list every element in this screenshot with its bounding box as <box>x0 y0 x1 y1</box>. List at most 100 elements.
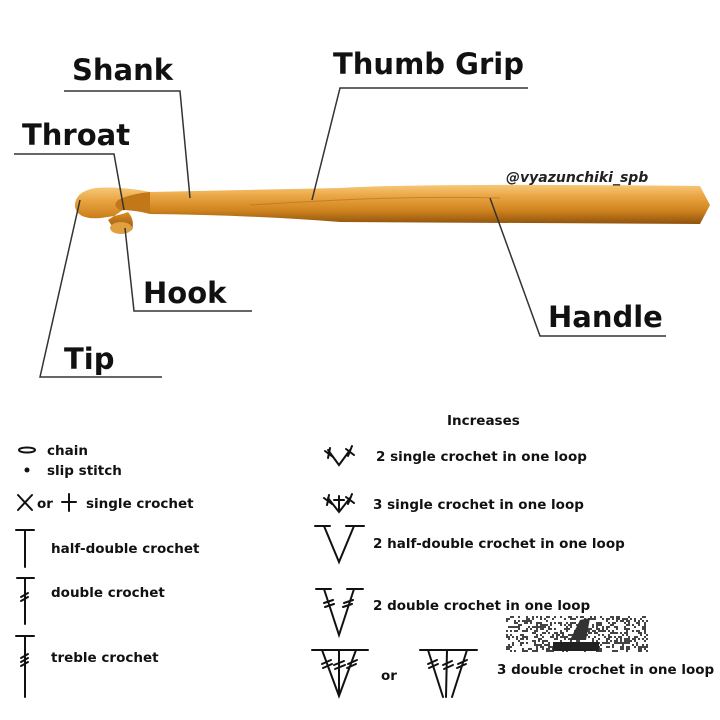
noise-pixel <box>634 620 636 622</box>
noise-pixel <box>570 616 572 618</box>
noise-pixel <box>542 628 544 630</box>
noise-pixel <box>632 638 634 640</box>
label-throat: Throat <box>14 118 130 211</box>
noise-pixel <box>608 626 610 628</box>
noise-pixel <box>522 648 524 650</box>
noise-pixel <box>628 616 630 618</box>
3dc-inc-icon-b <box>419 649 478 698</box>
noise-pixel <box>606 628 608 630</box>
noise-pixel <box>582 616 584 618</box>
noise-pixel <box>540 624 542 626</box>
noise-pixel <box>516 626 518 628</box>
noise-pixel <box>632 624 634 626</box>
noise-pixel <box>536 616 538 618</box>
noise-pixel <box>528 620 530 622</box>
noise-pixel <box>526 628 528 630</box>
noise-pixel <box>588 628 590 630</box>
noise-pixel <box>518 626 520 628</box>
noise-pixel <box>550 624 552 626</box>
noise-pixel <box>606 618 608 620</box>
noise-pixel <box>640 632 642 634</box>
noise-pixel <box>520 644 522 646</box>
noise-pixel <box>512 616 514 618</box>
noise-pixel <box>638 648 640 650</box>
legend-or: or <box>381 668 397 684</box>
leader-line <box>39 199 162 378</box>
legend-or: or <box>37 496 53 512</box>
2dc-inc-icon <box>315 588 364 639</box>
noise-pixel <box>536 626 538 628</box>
noise-pixel <box>536 650 538 652</box>
noise-pixel <box>522 630 524 632</box>
noise-pixel <box>562 632 564 634</box>
noise-pixel <box>508 646 510 648</box>
label-hook-text: Hook <box>143 276 227 310</box>
noise-pixel <box>548 650 550 652</box>
noise-pixel <box>534 630 536 632</box>
noise-pixel <box>596 626 598 628</box>
noise-pixel <box>610 624 612 626</box>
legend-label: 2 double crochet in one loop <box>373 598 591 614</box>
noise-pixel <box>536 622 538 624</box>
increases-title: Increases <box>447 413 520 429</box>
noise-pixel <box>556 632 558 634</box>
noise-pixel <box>606 620 608 622</box>
noise-pixel <box>636 642 638 644</box>
noise-pixel <box>604 630 606 632</box>
noise-pixel <box>600 616 602 618</box>
label-thumb-grip: Thumb Grip <box>311 47 528 201</box>
noise-pixel <box>618 618 620 620</box>
noise-pixel <box>630 640 632 642</box>
noise-pixel <box>612 644 614 646</box>
noise-pixel <box>592 638 594 640</box>
noise-pixel <box>628 628 630 630</box>
noise-pixel <box>620 636 622 638</box>
noise-pixel <box>522 638 524 640</box>
half-double-icon <box>15 529 35 568</box>
noise-pixel <box>510 634 512 636</box>
noise-pixel <box>634 626 636 628</box>
noise-pixel <box>636 622 638 624</box>
noise-pixel <box>536 634 538 636</box>
watermark-text: @vyazunchiki_spb <box>506 170 648 186</box>
noise-pixel <box>560 624 562 626</box>
noise-pixel <box>616 628 618 630</box>
noise-pixel <box>600 630 602 632</box>
noise-pixel <box>556 638 558 640</box>
noise-pixel <box>626 648 628 650</box>
noise-pixel <box>628 646 630 648</box>
noise-pixel <box>532 640 534 642</box>
noise-pixel <box>622 644 624 646</box>
noise-pixel <box>642 620 644 622</box>
noise-pixel <box>588 632 590 634</box>
noise-pixel <box>544 618 546 620</box>
noise-pixel <box>548 642 550 644</box>
noise-pixel <box>516 622 518 624</box>
noise-pixel <box>542 640 544 642</box>
noise-pixel <box>554 622 556 624</box>
noise-pixel <box>540 638 542 640</box>
noise-pixel <box>536 648 538 650</box>
noise-pixel <box>542 642 544 644</box>
noise-pixel <box>644 628 646 630</box>
noise-pixel <box>540 634 542 636</box>
noise-pixel <box>514 622 516 624</box>
noise-pixel <box>616 620 618 622</box>
noise-pixel <box>628 640 630 642</box>
noise-pixel <box>620 646 622 648</box>
noise-pixel <box>618 636 620 638</box>
noise-pixel <box>646 620 648 622</box>
noise-pixel <box>574 618 576 620</box>
treble-icon <box>15 635 35 698</box>
legend-label: half-double crochet <box>51 541 200 557</box>
noise-pixel <box>638 620 640 622</box>
noise-pixel <box>566 626 568 628</box>
noise-pixel <box>596 632 598 634</box>
noise-pixel <box>594 636 596 638</box>
noise-pixel <box>534 644 536 646</box>
noise-pixel <box>542 646 544 648</box>
noise-pixel <box>646 634 648 636</box>
double-icon <box>16 577 35 625</box>
noise-pixel <box>510 630 512 632</box>
